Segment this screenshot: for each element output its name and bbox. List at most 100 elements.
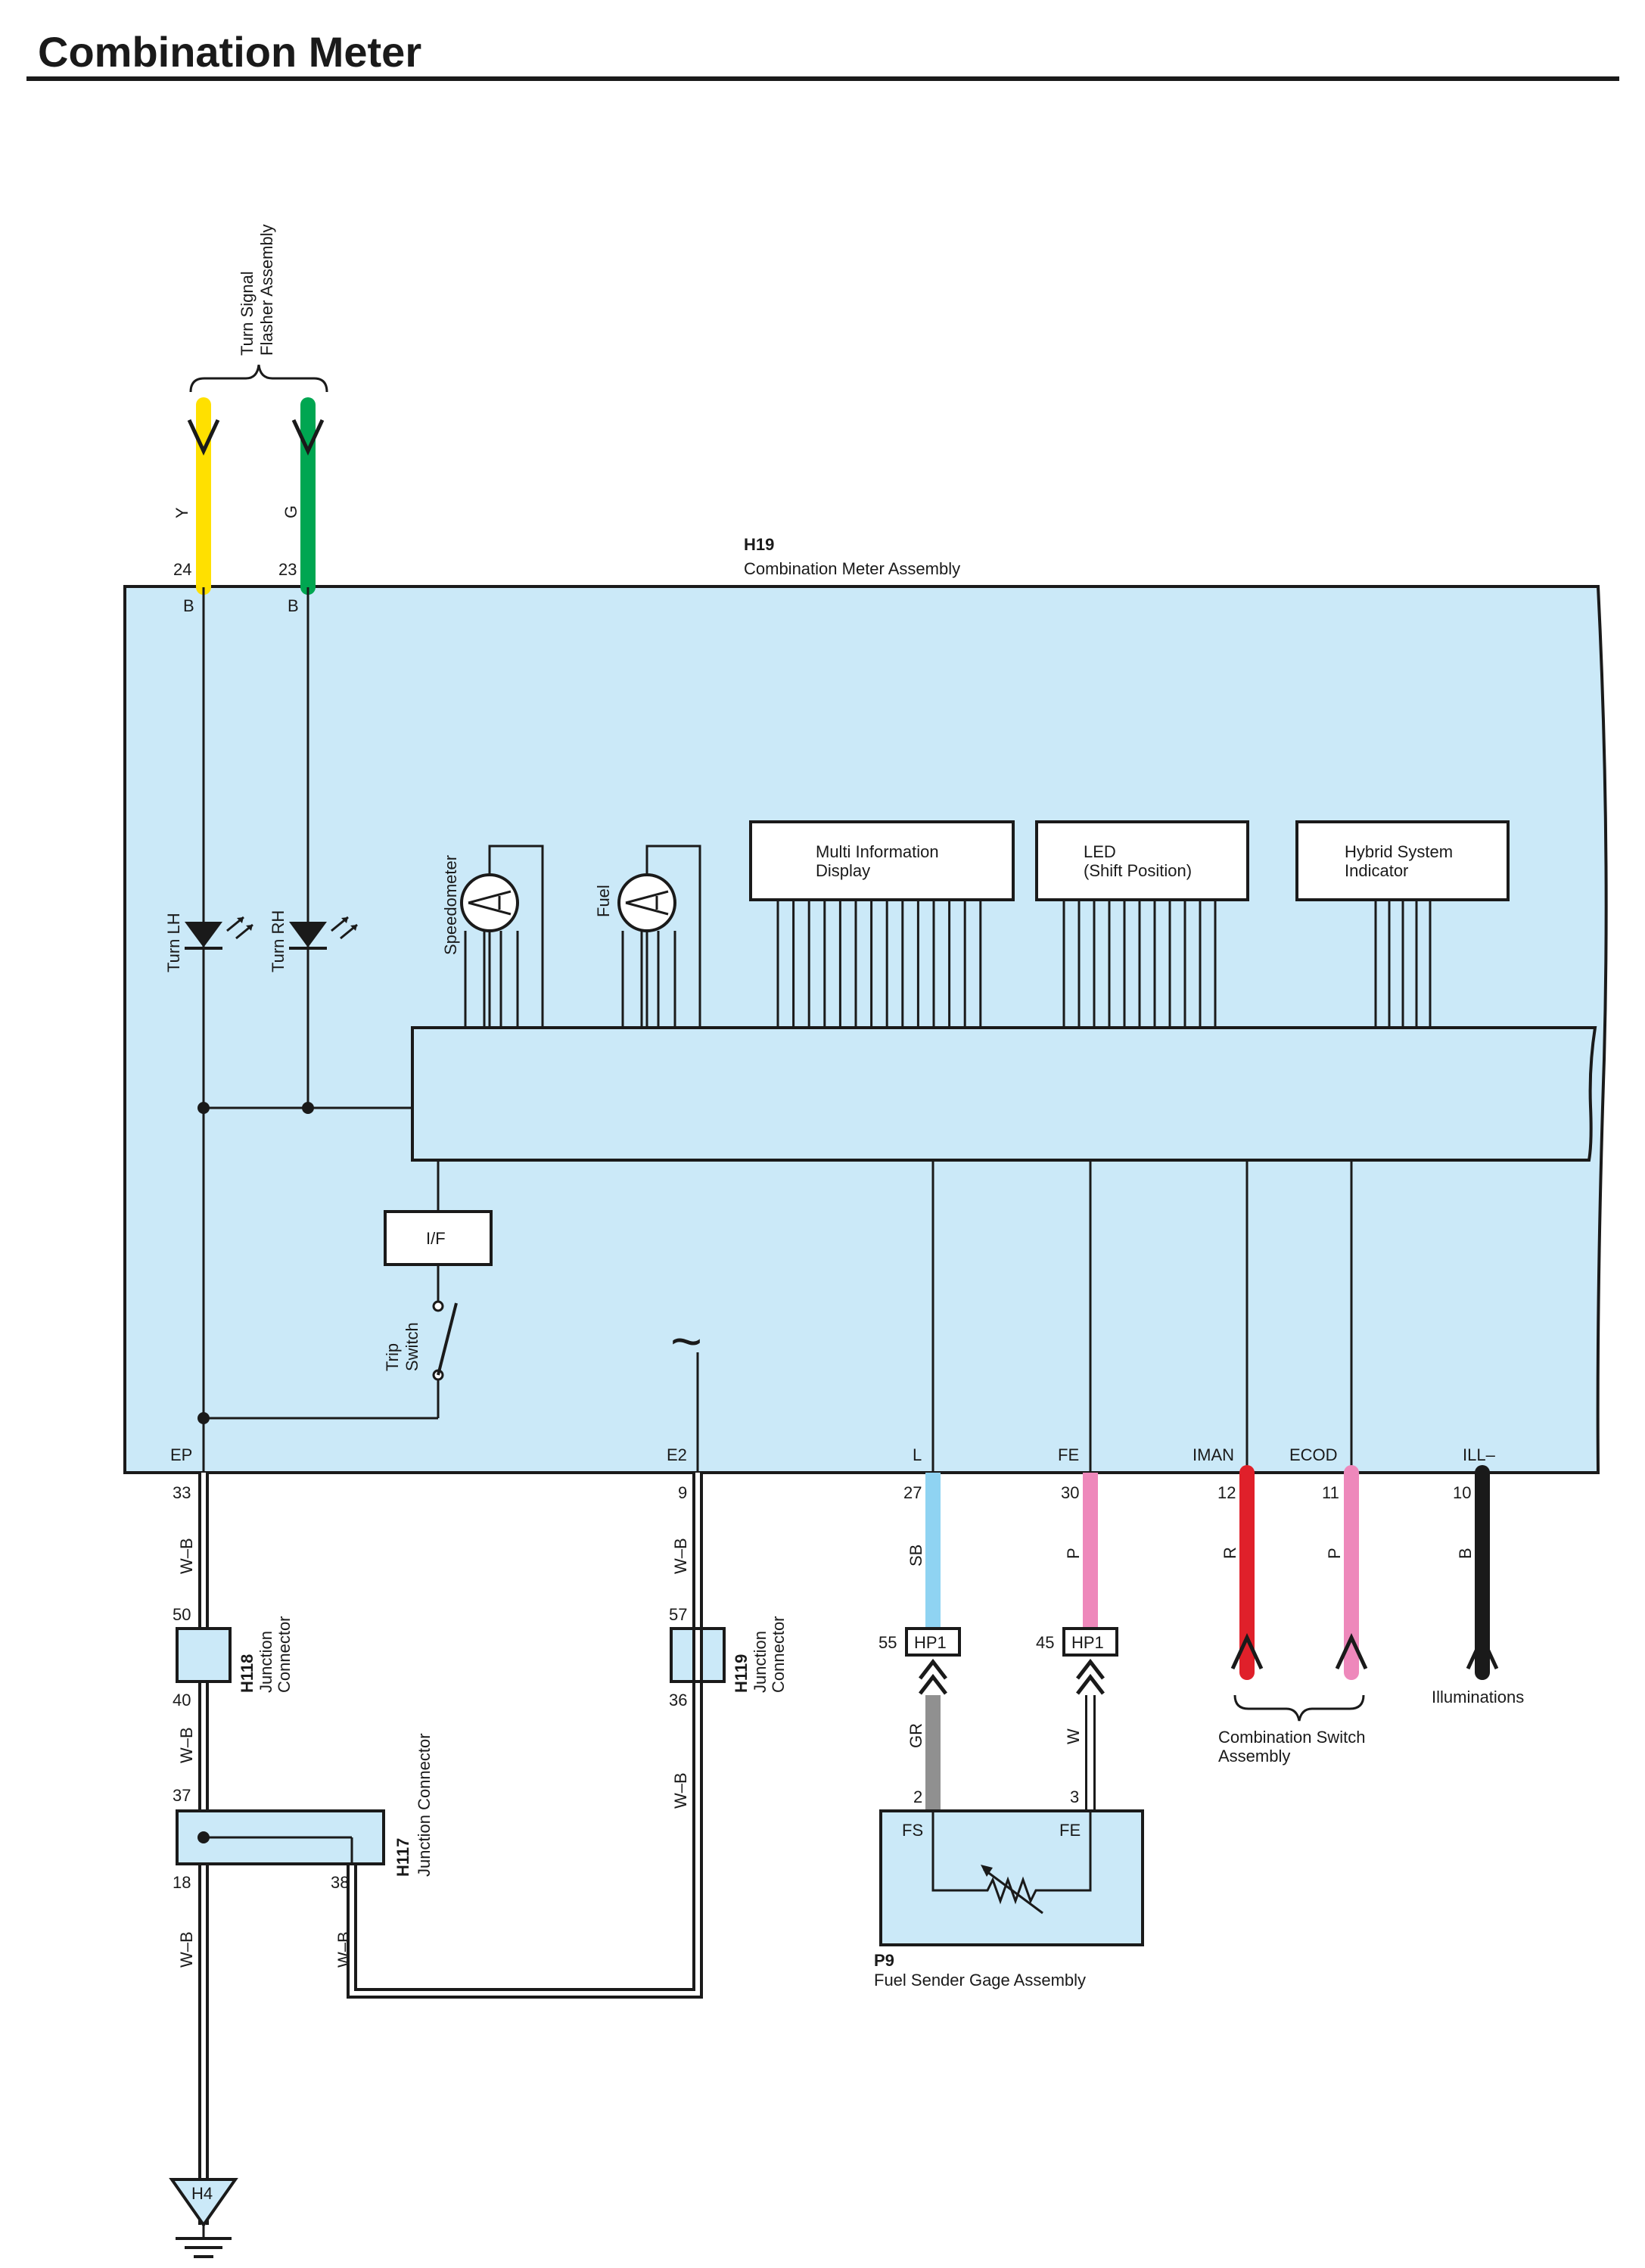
pin-ecod: 11 xyxy=(1322,1483,1339,1502)
pin-ill: 10 xyxy=(1453,1483,1471,1502)
hp1-connector-fe: HP1 45 xyxy=(1036,1627,1118,1695)
pin-label-ill: ILL– xyxy=(1463,1445,1496,1464)
combo-switch-brace xyxy=(1233,1694,1365,1722)
wire-g-inner: B xyxy=(288,596,299,615)
mid-label-line2: Display xyxy=(816,861,870,880)
p9-fuel-sender-gage: FS FE P9 Fuel Sender Gage Assembly xyxy=(874,1809,1144,1990)
pin-e2: 9 xyxy=(678,1483,687,1502)
mid-pin-lines xyxy=(776,900,982,1028)
wire-wb-label: W–B xyxy=(671,1772,690,1809)
flasher-assembly-label: Turn Signal Flasher Assembly xyxy=(189,224,328,393)
pin-iman: 12 xyxy=(1217,1483,1236,1502)
wire-fe-color: P xyxy=(1064,1548,1083,1559)
led-box xyxy=(1035,820,1249,901)
wire-iman-r: 12 R xyxy=(1217,1465,1264,1680)
switch-icon xyxy=(437,1302,458,1376)
turn-lh-led: Turn LH xyxy=(164,913,253,972)
wire-ill-color: B xyxy=(1456,1548,1475,1559)
led-pin-lines xyxy=(1062,900,1217,1028)
sender-fe-pin: 3 xyxy=(1070,1787,1079,1806)
wire-l-color: SB xyxy=(906,1545,925,1566)
trip-switch-label-line2: Switch xyxy=(403,1322,421,1371)
if-label: I/F xyxy=(426,1229,446,1248)
wire-y-pin: 24 xyxy=(173,560,191,579)
hsi-label-line2: Indicator xyxy=(1345,861,1408,880)
hybrid-system-indicator: Hybrid System Indicator xyxy=(1295,820,1510,1028)
junction-dot xyxy=(302,1102,314,1114)
h119-pin-bottom: 36 xyxy=(669,1691,687,1710)
h117-code: H117 xyxy=(393,1838,412,1877)
wire-g-pin23: G 23 B xyxy=(278,397,325,615)
multi-information-display: Multi Information Display xyxy=(749,820,1015,1028)
h117-name: Junction Connector xyxy=(415,1733,434,1877)
mid-label-line1: Multi Information xyxy=(816,842,939,861)
led-label-line2: (Shift Position) xyxy=(1084,861,1192,880)
wire-wb-label: W–B xyxy=(177,1931,196,1968)
h119-name-line1: Junction xyxy=(751,1631,770,1693)
turn-rh-label: Turn RH xyxy=(269,910,288,972)
pin-fe: 30 xyxy=(1061,1483,1079,1502)
pin-label-iman: IMAN xyxy=(1193,1445,1234,1464)
turn-lh-label: Turn LH xyxy=(164,913,183,972)
wire-fe-w-color: W xyxy=(1064,1728,1083,1744)
h118-junction-connector: 50 40 H118 Junction Connector xyxy=(173,1605,294,1710)
mid-box xyxy=(749,820,1015,901)
pin-label-ecod: ECOD xyxy=(1289,1445,1338,1464)
led-label-line1: LED xyxy=(1084,842,1116,861)
h119-junction-connector: 57 36 H119 Junction Connector xyxy=(669,1605,788,1710)
wire-g-pin: 23 xyxy=(278,560,297,579)
wire-y-inner: B xyxy=(183,596,194,615)
wire-fe-p: 30 P xyxy=(1061,1473,1098,1627)
connector-arrow-icon xyxy=(1230,1633,1264,1670)
pin-l: 27 xyxy=(903,1483,922,1502)
wire-ecod-p: 11 P xyxy=(1322,1465,1368,1680)
p9-fe-label: FE xyxy=(1059,1821,1081,1840)
fuel-label: Fuel xyxy=(594,885,613,917)
double-chevron-icon xyxy=(919,1658,947,1695)
double-chevron-icon xyxy=(1076,1658,1105,1695)
if-box xyxy=(384,1210,493,1266)
h118-name-line2: Connector xyxy=(275,1616,294,1693)
wire-iman-color: R xyxy=(1221,1547,1239,1559)
wire-ill-b: 10 B Illuminations xyxy=(1432,1465,1524,1706)
flasher-name-line2: Flasher Assembly xyxy=(257,224,276,356)
h117-pin-out1: 18 xyxy=(173,1873,191,1892)
hsi-label-line1: Hybrid System xyxy=(1345,842,1453,861)
hp1-pin-fe: 45 xyxy=(1036,1633,1054,1652)
wire-wb-label: W–B xyxy=(177,1727,196,1763)
connector-arrow-icon xyxy=(1466,1633,1499,1670)
combo-switch-name-line1: Combination Switch xyxy=(1218,1728,1365,1747)
turn-rh-led: Turn RH xyxy=(269,910,358,972)
trip-switch-label-line1: Trip xyxy=(383,1343,402,1371)
led-diode-icon xyxy=(185,922,222,947)
pin-ep: 33 xyxy=(173,1483,191,1502)
gauge-icon xyxy=(617,873,676,932)
wire-g-color: G xyxy=(281,506,300,518)
pin-label-fe: FE xyxy=(1058,1445,1079,1464)
wire-ecod-color: P xyxy=(1325,1548,1344,1559)
connector-arrow-icon xyxy=(187,418,220,456)
hp1-code-fe: HP1 xyxy=(1071,1633,1104,1652)
ground-code: H4 xyxy=(191,2184,213,2203)
hp1-connector-l: HP1 55 xyxy=(878,1627,961,1695)
hsi-pin-lines xyxy=(1374,900,1432,1028)
ground-h4: H4 xyxy=(169,2178,238,2258)
h118-name-line1: Junction xyxy=(257,1631,275,1693)
p9-code: P9 xyxy=(874,1951,894,1970)
illuminations-label: Illuminations xyxy=(1432,1688,1524,1706)
connector-arrow-icon xyxy=(1335,1633,1368,1670)
h117-pin-out2: 38 xyxy=(331,1873,349,1892)
wire-ep-color: W–B xyxy=(177,1538,196,1574)
wire-y-color: Y xyxy=(173,507,191,518)
wire-fs-color: GR xyxy=(906,1723,925,1748)
led-shift-position: LED (Shift Position) xyxy=(1035,820,1249,1028)
h117-junction-connector: 37 18 38 H117 Junction Connector xyxy=(173,1733,434,1892)
speedometer-label: Speedometer xyxy=(441,855,460,955)
wire-y-pin24: Y 24 B xyxy=(173,397,220,615)
sender-fs-pin: 2 xyxy=(913,1787,922,1806)
combo-switch-name-line2: Assembly xyxy=(1218,1747,1290,1766)
wire-e2-color: W–B xyxy=(671,1538,690,1574)
wire-e2-loop xyxy=(347,1473,703,1999)
connector-arrow-icon xyxy=(291,418,325,456)
